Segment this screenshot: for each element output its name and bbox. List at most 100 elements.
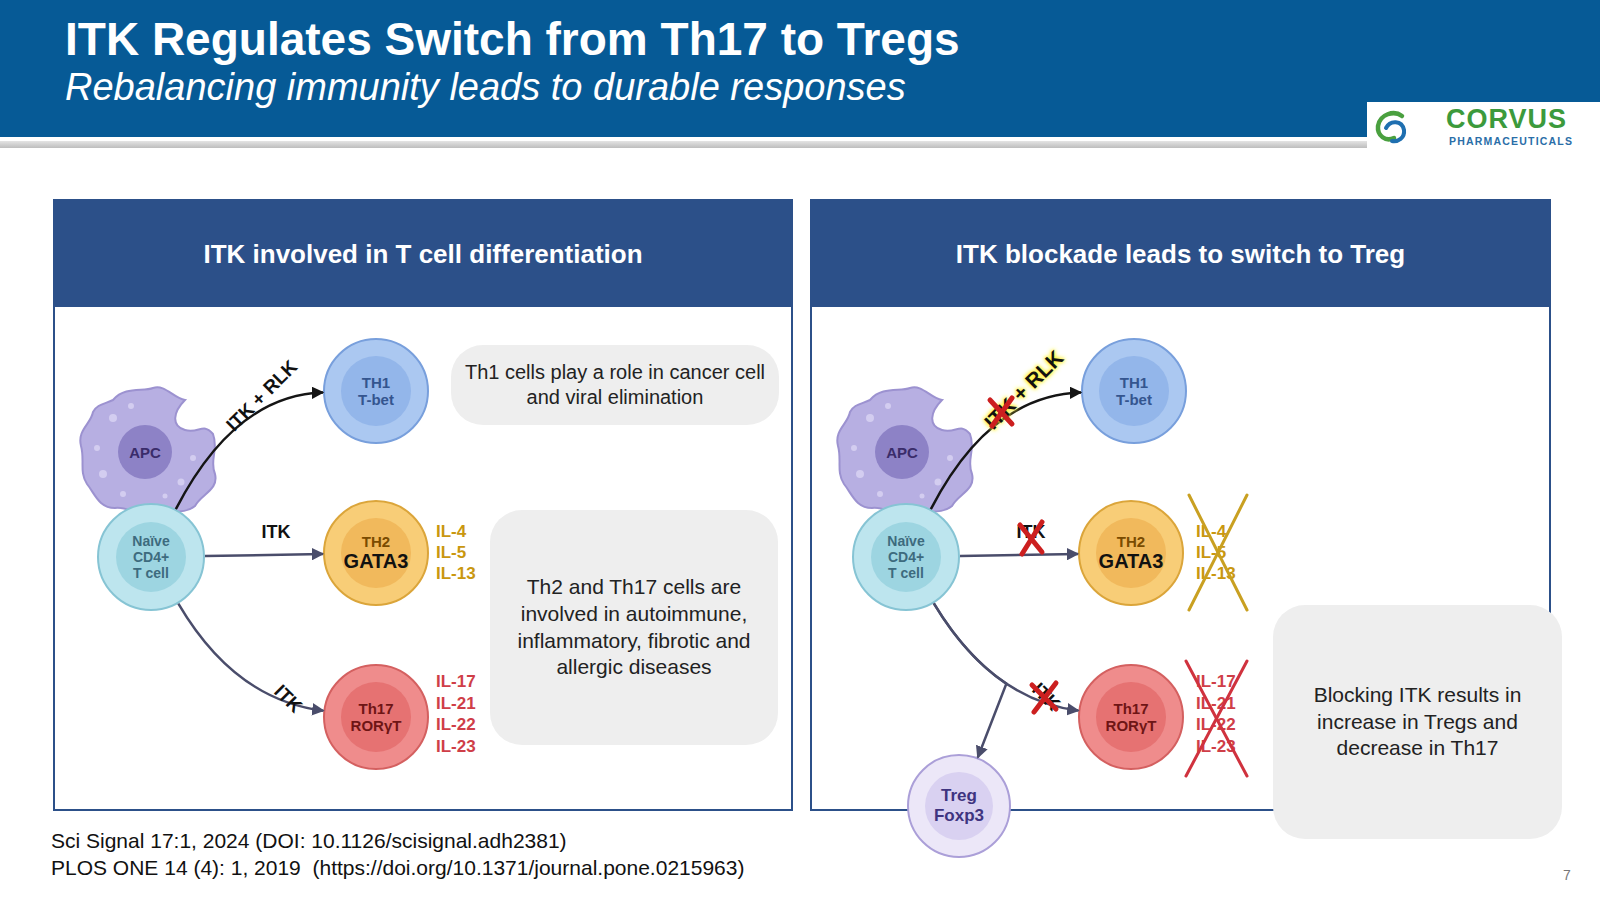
node-text: TH1 bbox=[362, 374, 390, 391]
page-number: 7 bbox=[1563, 867, 1571, 883]
node-text: ITK involved in T cell differentiation bbox=[203, 239, 642, 270]
cytokine-label: IL-21 bbox=[436, 695, 476, 712]
apc-granule bbox=[109, 414, 117, 422]
apc-label-group: APC bbox=[115, 440, 175, 464]
cell-label-group: TH1T-bet bbox=[1083, 340, 1185, 442]
cytokine-label: IL-17 bbox=[436, 673, 476, 690]
logo-mark bbox=[1372, 108, 1412, 146]
node-text: GATA3 bbox=[344, 550, 409, 573]
apc-granule bbox=[866, 414, 874, 422]
apc-granule bbox=[877, 491, 883, 497]
cytokine-label: IL-22 bbox=[1196, 716, 1236, 733]
node-text: TH2 bbox=[1117, 533, 1145, 550]
callout-bubble: Th2 and Th17 cells are involved in autoi… bbox=[490, 510, 778, 745]
cell-nucleus bbox=[1096, 682, 1165, 751]
cell-label-group: Naïve CD4+ T cell bbox=[99, 505, 203, 609]
cytokine-label: IL-5 bbox=[1196, 544, 1226, 561]
cytokine-label: IL-4 bbox=[436, 523, 466, 540]
cell-nucleus bbox=[341, 356, 410, 425]
node-text: Treg bbox=[941, 786, 977, 806]
t-cell-circle: TH1T-bet bbox=[323, 338, 429, 444]
t-cell-circle: Th17RORγT bbox=[1078, 664, 1184, 770]
node-text: RORγT bbox=[351, 717, 402, 734]
node-text: Th1 cells play a role in cancer cell and… bbox=[461, 360, 769, 411]
slide-subtitle: Rebalancing immunity leads to durable re… bbox=[65, 66, 906, 109]
panel-box: ITK blockade leads to switch to TregAPC N… bbox=[810, 199, 1551, 811]
apc-membrane bbox=[80, 387, 215, 515]
cell-label-group: TH2GATA3 bbox=[1080, 502, 1182, 604]
apc-cell: APC bbox=[73, 378, 223, 518]
slide-title: ITK Regulates Switch from Th17 to Tregs bbox=[65, 12, 960, 66]
apc-granule bbox=[920, 494, 925, 499]
apc-cell: APC bbox=[830, 378, 980, 518]
cytokine-label: IL-5 bbox=[436, 544, 466, 561]
header-rule bbox=[0, 141, 1600, 148]
node-text: TH2 bbox=[362, 533, 390, 550]
logo-swirl-blue bbox=[1386, 122, 1404, 141]
cytokine-label: IL-23 bbox=[436, 738, 476, 755]
panel-heading-band: ITK involved in T cell differentiation bbox=[55, 201, 791, 307]
callout-bubble: Th1 cells play a role in cancer cell and… bbox=[451, 345, 779, 425]
apc-granule bbox=[851, 445, 857, 451]
t-cell-circle: Naïve CD4+ T cell bbox=[97, 503, 205, 611]
cytokine-label: IL-22 bbox=[436, 716, 476, 733]
node-text: GATA3 bbox=[1099, 550, 1164, 573]
node-text: T-bet bbox=[1116, 391, 1152, 408]
cell-nucleus bbox=[1099, 356, 1168, 425]
cell-label-group: TH1T-bet bbox=[325, 340, 427, 442]
apc-granule bbox=[947, 455, 953, 461]
cytokine-label: IL-21 bbox=[1196, 695, 1236, 712]
cell-label-group: Th17RORγT bbox=[325, 666, 427, 768]
node-text: Foxp3 bbox=[934, 806, 984, 826]
apc-nucleus bbox=[875, 425, 929, 479]
cell-label-group: Naïve CD4+ T cell bbox=[854, 505, 958, 609]
citation: Sci Signal 17:1, 2024 (DOI: 10.1126/scis… bbox=[51, 829, 567, 853]
node-text: T-bet bbox=[358, 391, 394, 408]
cytokine-label: IL-17 bbox=[1196, 673, 1236, 690]
apc-granule bbox=[94, 445, 100, 451]
logo-text: PHARMACEUTICALS bbox=[1449, 135, 1573, 147]
apc-granule bbox=[935, 479, 942, 486]
apc-membrane bbox=[837, 387, 972, 515]
apc-granule bbox=[190, 455, 196, 461]
cell-label-group: TH2GATA3 bbox=[325, 502, 427, 604]
apc-granule bbox=[99, 470, 107, 478]
apc-granule bbox=[120, 491, 126, 497]
t-cell-circle: Th17RORγT bbox=[323, 664, 429, 770]
apc-granule bbox=[885, 403, 891, 409]
cytokine-label: IL-13 bbox=[1196, 565, 1236, 582]
citation: PLOS ONE 14 (4): 1, 2019 (https://doi.or… bbox=[51, 856, 744, 880]
node-text: Blocking ITK results in increase in Treg… bbox=[1297, 682, 1538, 762]
t-cell-circle: Naïve CD4+ T cell bbox=[852, 503, 960, 611]
apc-granule bbox=[856, 470, 864, 478]
logo-text: CORVUS bbox=[1446, 104, 1567, 135]
t-cell-circle: TregFoxp3 bbox=[907, 754, 1011, 858]
t-cell-circle: TH2GATA3 bbox=[1078, 500, 1184, 606]
apc-nucleus bbox=[118, 425, 172, 479]
apc-label-group: APC bbox=[872, 440, 932, 464]
apc-granule bbox=[128, 403, 134, 409]
node-text: APC bbox=[129, 444, 161, 461]
node-text: APC bbox=[886, 444, 918, 461]
t-cell-circle: TH2GATA3 bbox=[323, 500, 429, 606]
t-cell-circle: TH1T-bet bbox=[1081, 338, 1187, 444]
node-text: Naïve CD4+ T cell bbox=[128, 533, 174, 581]
node-text: ITK blockade leads to switch to Treg bbox=[956, 239, 1405, 270]
node-text: Th17 bbox=[358, 700, 393, 717]
node-text: TH1 bbox=[1120, 374, 1148, 391]
cytokine-label: IL-13 bbox=[436, 565, 476, 582]
apc-granule bbox=[163, 494, 168, 499]
logo-swirl-green bbox=[1378, 113, 1402, 139]
callout-bubble: Blocking ITK results in increase in Treg… bbox=[1273, 605, 1562, 839]
cytokine-label: IL-4 bbox=[1196, 523, 1226, 540]
edge-label: ITK bbox=[262, 522, 291, 543]
cytokine-label: IL-23 bbox=[1196, 738, 1236, 755]
cell-label-group: Th17RORγT bbox=[1080, 666, 1182, 768]
apc-granule bbox=[178, 479, 185, 486]
panel-heading-band: ITK blockade leads to switch to Treg bbox=[812, 201, 1549, 307]
edge-label: ITK bbox=[1017, 522, 1046, 543]
panel-box: ITK involved in T cell differentiationAP… bbox=[53, 199, 793, 811]
node-text: Naïve CD4+ T cell bbox=[883, 533, 929, 581]
node-text: Th2 and Th17 cells are involved in autoi… bbox=[506, 574, 762, 681]
cell-label-group: TregFoxp3 bbox=[909, 756, 1009, 856]
